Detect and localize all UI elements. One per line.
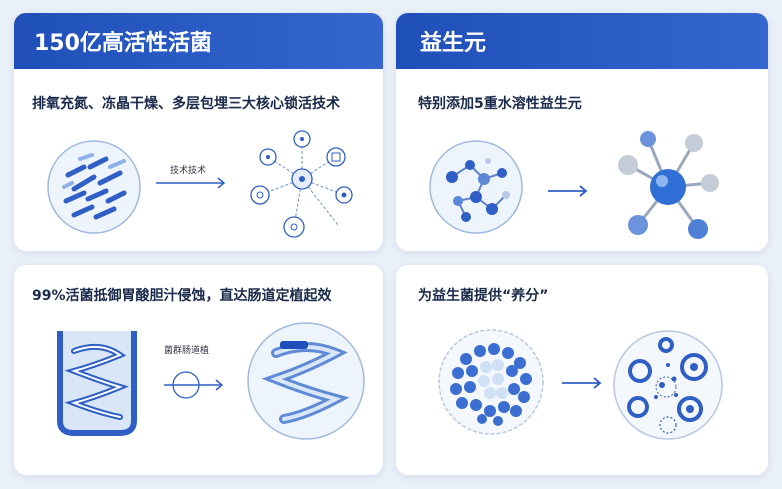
arrow-label: 菌群肠道植	[164, 344, 209, 356]
colonized-intestine-illustration	[247, 322, 365, 440]
process-arrow: 菌群肠道植	[164, 344, 224, 399]
arrow-label: 技术技术	[170, 164, 206, 176]
card-title: 益生元	[420, 31, 487, 56]
card-title: 150亿高活性活菌	[34, 31, 212, 56]
card-prebiotics: 益生元 特别添加5重水溶性益生元	[396, 13, 768, 251]
molecule-illustration	[618, 131, 719, 239]
card-header: 益生元	[396, 13, 768, 69]
molecule-cluster-illustration	[429, 140, 523, 234]
process-arrow: 技术技术	[156, 164, 226, 189]
card-subtitle: 99%活菌抵御胃酸胆汁侵蚀，直达肠道定植起效	[32, 288, 332, 304]
card-live-bacteria: 150亿高活性活菌 排氧充氮、冻晶干燥、多层包埋三大核心锁活技术 技术技术	[14, 13, 383, 251]
card-gut-colonization: 99%活菌抵御胃酸胆汁侵蚀，直达肠道定植起效 菌群肠道植	[14, 265, 383, 475]
intestine-illustration	[57, 331, 137, 436]
process-arrow	[562, 377, 602, 389]
card-subtitle: 为益生菌提供“养分”	[418, 288, 549, 304]
card-subtitle: 排氧充氮、冻晶干燥、多层包埋三大核心锁活技术	[32, 96, 340, 112]
bacteria-illustration	[47, 140, 141, 234]
bacteria-cluster-illustration	[438, 329, 544, 435]
nourished-bacteria-illustration	[613, 330, 723, 440]
card-subtitle: 特别添加5重水溶性益生元	[418, 96, 582, 112]
tech-network-diagram	[250, 130, 353, 238]
card-nutrition: 为益生菌提供“养分”	[396, 265, 768, 475]
process-arrow	[548, 185, 588, 197]
card-header: 150亿高活性活菌	[14, 13, 383, 69]
